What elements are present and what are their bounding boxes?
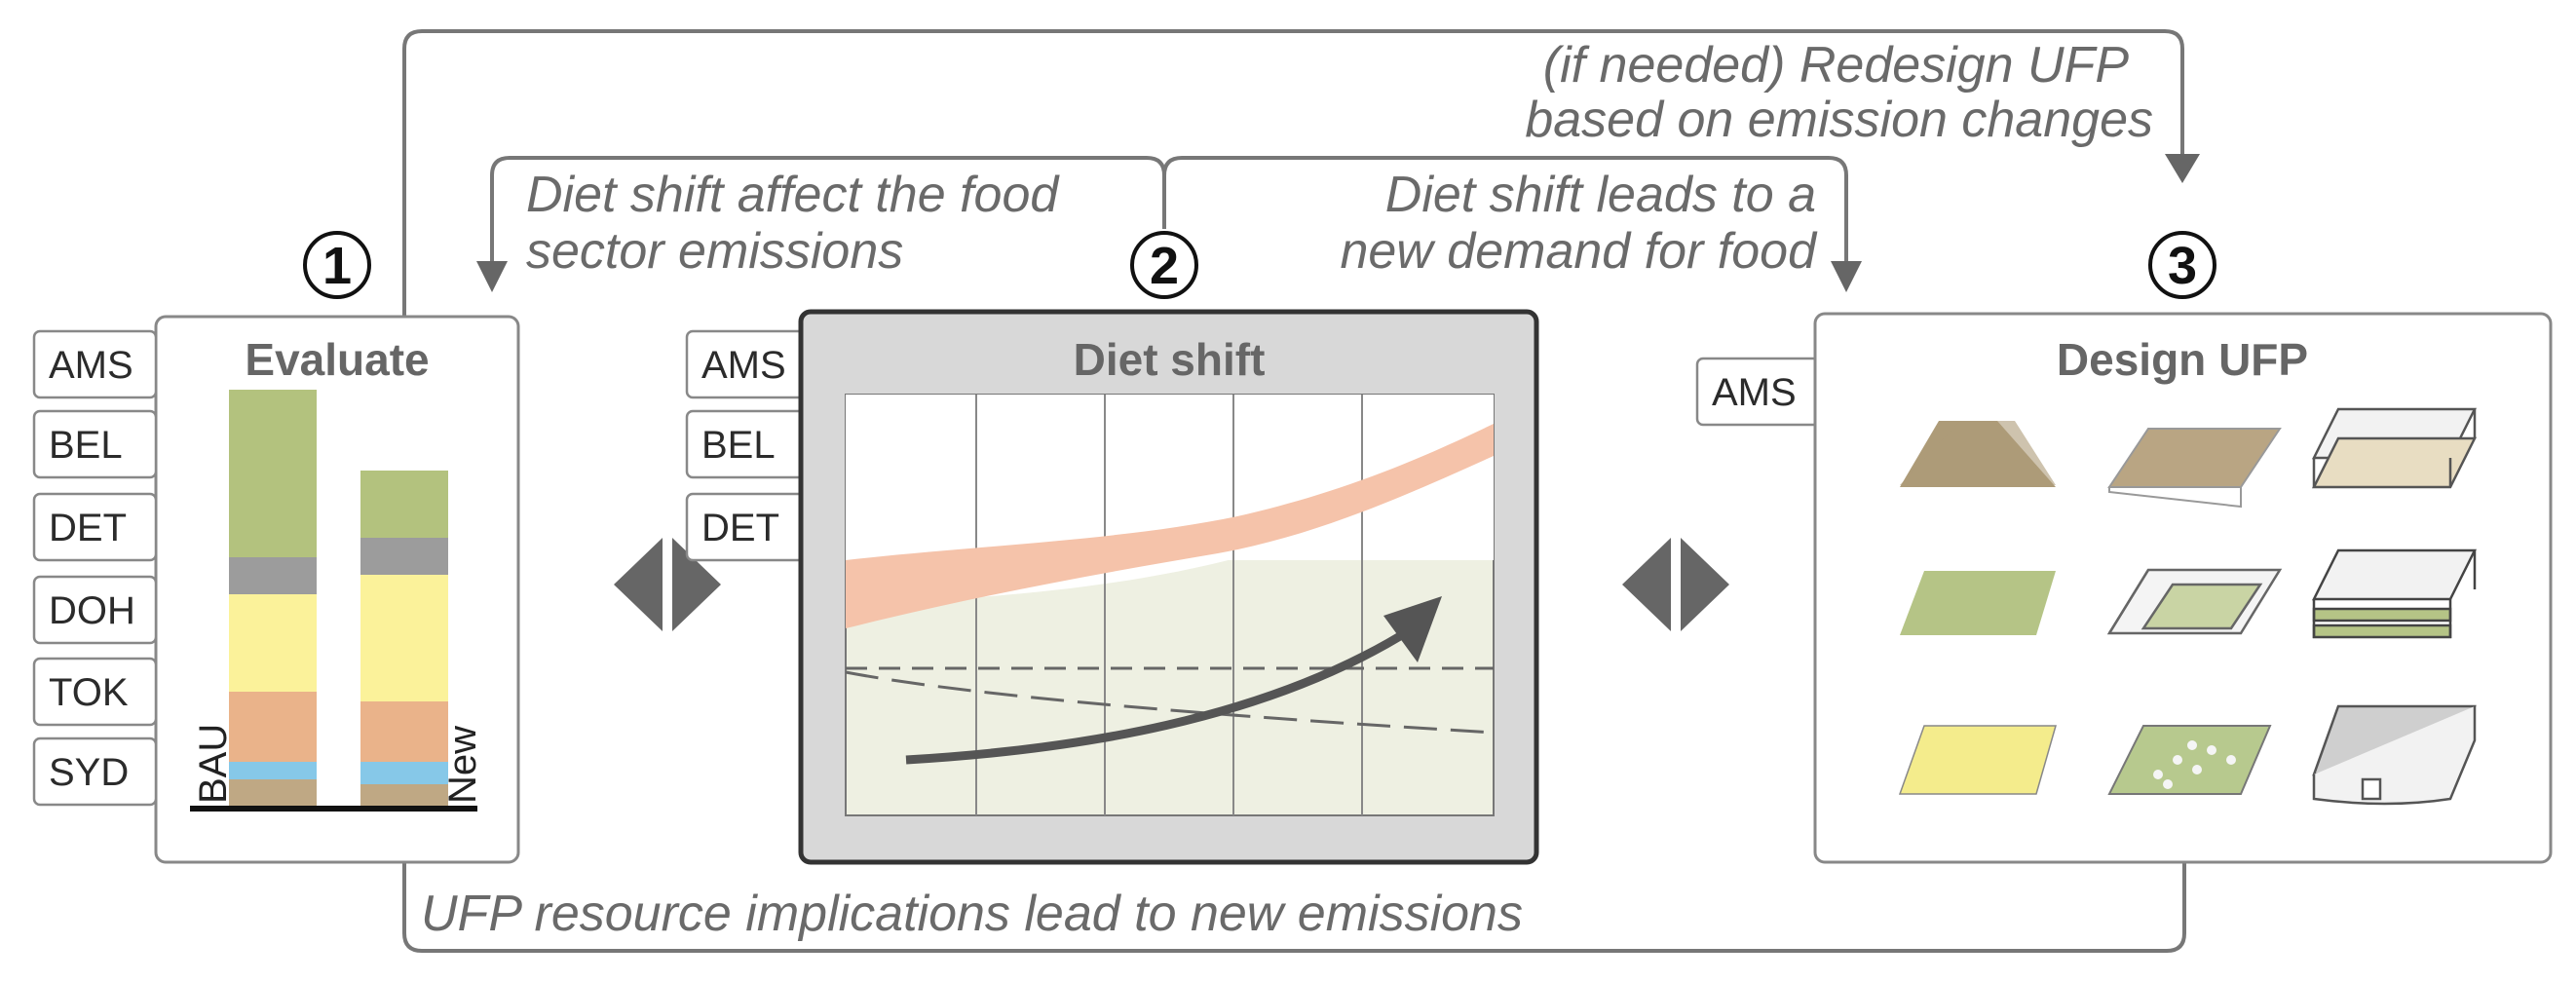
step3-number: 3 [2168,237,2197,295]
step2-title: Diet shift [1074,334,1266,385]
city-tab-tok[interactable] [32,657,158,727]
bau-label: BAU [192,724,235,804]
step1-panel: Evaluate AMS BEL DET DOH TOK SYD [32,231,520,864]
city-tab-ams[interactable] [32,329,158,399]
city-tab-doh[interactable] [32,575,158,645]
city-label-ams-2: AMS [701,344,786,387]
diet-shift-trend-arrow [905,624,1416,765]
step1-city-tabs: AMS BEL DET DOH TOK SYD [32,329,158,807]
bau-seg-blue [229,762,317,779]
greenhouse-plot [2106,568,2283,635]
bau-seg-orange [229,692,317,762]
city-label-tok: TOK [49,671,129,714]
new-seg-green [360,471,448,538]
dotted-bed [2107,725,2272,795]
step3-title: Design UFP [2057,334,2308,385]
step2-panel: AMS BEL DET Diet shift 2 [685,231,1539,865]
step3-number-circle [2148,231,2216,299]
new-seg-orange [360,701,448,762]
declining-dashed [845,670,1495,735]
new-seg-brown [360,784,448,809]
bau-bar [229,390,317,809]
diet-demand-bracket [1162,156,1848,261]
double-arrow-1 [614,538,721,631]
city-label-bel-2: BEL [701,424,776,467]
diet-demand-arrowhead [1831,261,1862,292]
ground-green-plot [1900,571,2056,635]
step2-city-tabs: AMS BEL DET [685,329,811,562]
city-label-ams: AMS [49,344,133,387]
diet-shift-trend-arrowhead [1383,596,1442,662]
step2-number: 2 [1150,237,1179,295]
city-label-doh: DOH [49,589,135,632]
city-label-ams-3: AMS [1712,371,1797,414]
diet-demand-label-line2: new demand for food [1340,223,1818,280]
ground-yellow-plot [1898,725,2057,795]
diet-affect-arrowhead [476,261,508,292]
step1-number: 1 [322,237,352,295]
ground-soil-plot-face [1900,421,2056,485]
city-label-det-2: DET [701,507,779,549]
city-tab-bel[interactable] [32,409,158,479]
redesign-label-line2: based on emission changes [1525,92,2153,148]
city-label-syd: SYD [49,751,129,794]
bau-seg-yellow [229,594,317,692]
redesign-loop-line [402,29,2184,857]
new-seg-yellow [360,575,448,701]
rooftop-soil-greenhouse [2311,407,2478,489]
step3-panel: AMS Design UFP [1695,231,2553,864]
bau-seg-gray [229,557,317,594]
raised-soil-bed [2107,428,2282,509]
diet-affect-label-line2: sector emissions [526,223,903,280]
ufp-resource-loop-line [402,859,2186,953]
new-bar [360,471,448,809]
bau-seg-brown [229,779,317,809]
step1-number-circle [303,231,371,299]
ufp-resource-label: UFP resource implications lead to new em… [421,886,1523,942]
demand-band [846,424,1494,628]
redesign-arrowhead [2165,154,2200,183]
warehouse-building [2312,704,2477,806]
city-label-bel: BEL [49,424,123,467]
diet-affect-label-line1: Diet shift affect the food [526,167,1060,223]
double-arrow-2 [1622,538,1729,631]
bau-seg-green [229,390,317,557]
city-tab-syd[interactable] [32,736,158,807]
indoor-stacked-green [2311,548,2478,639]
new-label: New [441,726,484,804]
step2-number-circle [1130,231,1198,299]
new-seg-gray [360,538,448,575]
step2-grid [975,395,1363,815]
city-label-det: DET [49,507,127,549]
diet-demand-label-line1: Diet shift leads to a [1385,167,1816,223]
city-tab-det[interactable] [32,492,158,562]
step1-title: Evaluate [245,334,429,385]
new-seg-blue [360,762,448,784]
redesign-label-line1: (if needed) Redesign UFP [1543,37,2130,94]
